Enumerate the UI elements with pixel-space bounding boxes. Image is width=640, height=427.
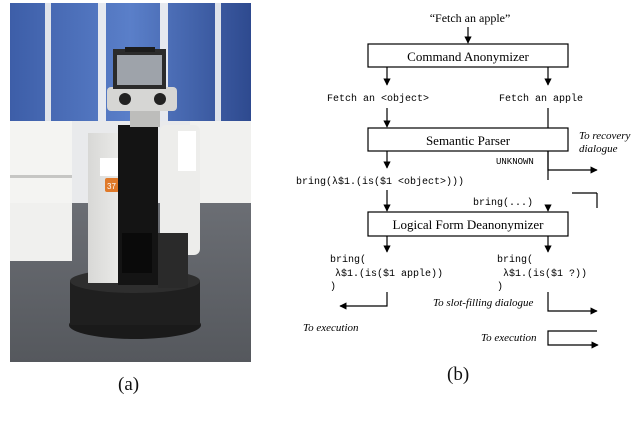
- panel-a-caption: (a): [118, 374, 140, 395]
- bring-partial: bring(...): [473, 197, 533, 209]
- recovery-label-1: To recovery: [579, 130, 631, 142]
- slot-filling-label: To slot-filling dialogue: [433, 297, 534, 309]
- arrow-right-to-execution: [547, 330, 597, 346]
- deanonymizer-box: [367, 211, 569, 237]
- anonymized-command: Fetch an <object>: [327, 93, 429, 105]
- command-anonymizer-box: [367, 43, 569, 68]
- left-output-line-3: ): [330, 281, 336, 293]
- input-command: “Fetch an apple”: [430, 11, 511, 25]
- right-output-line-1: bring(: [497, 254, 533, 266]
- semantic-parser-label: Semantic Parser: [426, 133, 511, 148]
- right-output-line-2: λ$1.(is($1 ?)): [503, 268, 587, 280]
- command-anonymizer-label: Command Anonymizer: [407, 49, 529, 64]
- deanonymizer-label: Logical Form Deanonymizer: [393, 217, 545, 232]
- arrow-left-to-execution: [339, 292, 388, 310]
- left-output-line-2: λ$1.(is($1 apple)): [335, 268, 443, 280]
- original-command: Fetch an apple: [499, 93, 583, 105]
- robot-badge-text: 37: [107, 182, 116, 191]
- semantic-parser-box: [367, 127, 569, 152]
- unknown-label: UNKNOWN: [496, 157, 534, 167]
- right-output-line-3: ): [497, 281, 503, 293]
- panel-b-caption: (b): [447, 364, 470, 385]
- parse-output: bring(λ$1.(is($1 <object>))): [296, 176, 464, 188]
- recovery-label-2: dialogue: [579, 143, 618, 155]
- arrow-to-slot-filling: [547, 292, 598, 315]
- arrow-to-recovery: [547, 151, 598, 174]
- left-output-line-1: bring(: [330, 254, 366, 266]
- execution-left: To execution: [303, 322, 359, 334]
- execution-right: To execution: [481, 332, 537, 344]
- robot-photo: 37: [10, 3, 251, 362]
